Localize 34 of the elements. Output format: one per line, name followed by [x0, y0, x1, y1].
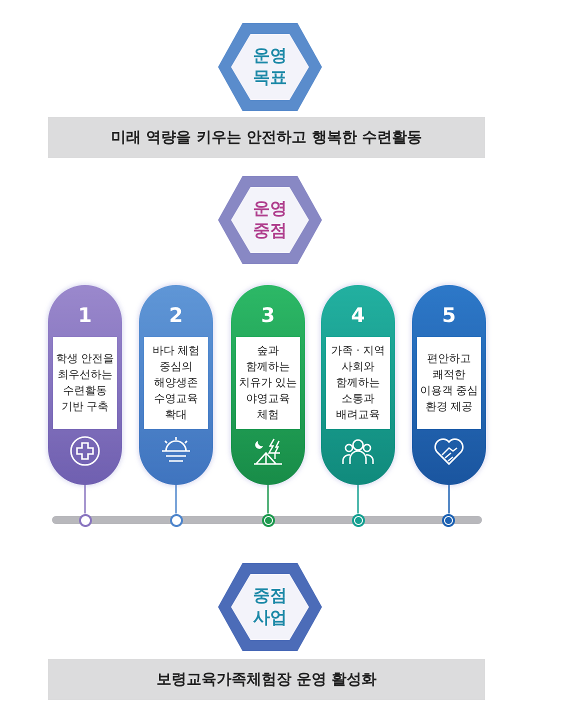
description-card: 가족 · 지역 사회와 함께하는 소통과 배려교육 [326, 337, 390, 429]
banner-bar: 보령교육가족체험장 운영 활성화 [48, 659, 485, 700]
step-number: 4 [350, 303, 366, 327]
connector-line [357, 485, 359, 514]
step-pill [48, 285, 122, 485]
connector-line [267, 485, 269, 514]
connector-line [175, 485, 177, 514]
step-pill [412, 285, 486, 485]
step-number: 2 [168, 303, 184, 327]
timeline-dot [78, 514, 92, 526]
badge-title: 운영 목표 [252, 45, 288, 89]
timeline-bar [52, 516, 482, 524]
description-card: 편안하고 쾌적한 이용객 중심 환경 제공 [417, 337, 481, 429]
hexagon-badge [215, 560, 325, 654]
description-card: 바다 체험 중심의 해양생존 수영교육 확대 [144, 337, 208, 429]
step-number: 3 [260, 303, 276, 327]
connector-line [448, 485, 450, 514]
banner-bar: 미래 역량을 키우는 안전하고 행복한 수련활동 [48, 117, 485, 158]
timeline-dot [352, 514, 364, 526]
description-card: 학생 안전을 최우선하는 수련활동 기반 구축 [53, 337, 117, 429]
connector-line [84, 485, 86, 514]
step-number: 5 [441, 303, 457, 327]
description-card: 숲과 함께하는 치유가 있는 야영교육 체험 [236, 337, 300, 429]
hexagon-badge [215, 20, 325, 114]
badge-title: 운영 중점 [252, 198, 288, 242]
step-pill [139, 285, 213, 485]
step-number: 1 [77, 303, 93, 327]
step-pill [231, 285, 305, 485]
timeline-dot [442, 514, 454, 526]
step-pill [321, 285, 395, 485]
badge-title: 중점 사업 [252, 585, 288, 629]
timeline-dot [170, 514, 182, 526]
timeline-dot [262, 514, 274, 526]
hexagon-badge [215, 173, 325, 267]
